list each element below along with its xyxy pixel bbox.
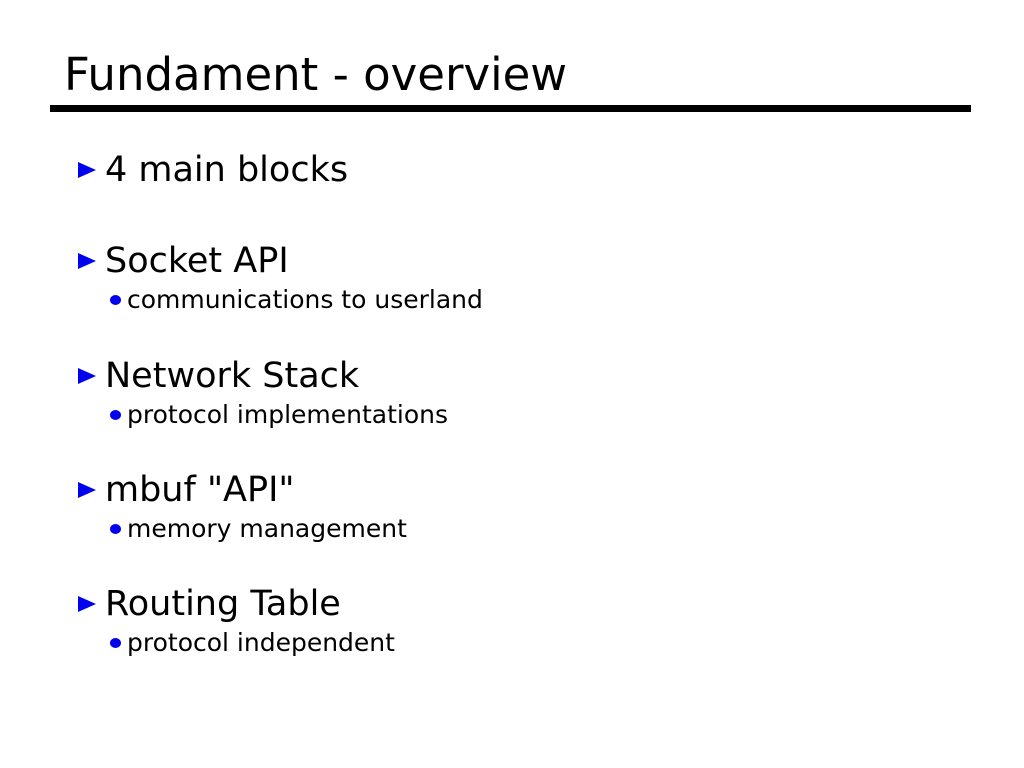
bullet-label: mbuf "API"	[105, 470, 295, 510]
dot-bullet-icon	[110, 295, 121, 305]
triangle-bullet-icon	[78, 368, 96, 384]
sub-bullet-item-communications: communications to userland	[110, 285, 483, 315]
bullet-item-4-main-blocks: 4 main blocks	[78, 150, 348, 190]
sub-bullet-label: memory management	[127, 514, 407, 543]
slide-title: Fundament - overview	[64, 48, 568, 101]
bullet-label: Routing Table	[105, 584, 341, 624]
sub-bullet-item-memory-management: memory management	[110, 514, 407, 544]
sub-bullet-label: communications to userland	[127, 285, 483, 314]
triangle-bullet-icon	[78, 162, 96, 178]
bullet-item-routing-table: Routing Table	[78, 584, 341, 624]
dot-bullet-icon	[110, 410, 121, 420]
bullet-label: Network Stack	[105, 356, 360, 396]
sub-bullet-item-protocol-implementations: protocol implementations	[110, 400, 448, 430]
bullet-item-socket-api: Socket API	[78, 241, 289, 281]
title-underline-rule	[50, 105, 971, 112]
triangle-bullet-icon	[78, 482, 96, 498]
dot-bullet-icon	[110, 524, 121, 534]
sub-bullet-label: protocol implementations	[127, 400, 449, 429]
sub-bullet-label: protocol independent	[127, 628, 395, 657]
sub-bullet-item-protocol-independent: protocol independent	[110, 628, 395, 658]
triangle-bullet-icon	[78, 596, 96, 612]
dot-bullet-icon	[110, 638, 121, 648]
bullet-label: Socket API	[105, 241, 289, 281]
triangle-bullet-icon	[78, 253, 96, 269]
bullet-item-network-stack: Network Stack	[78, 356, 359, 396]
bullet-label: 4 main blocks	[105, 150, 349, 190]
bullet-item-mbuf-api: mbuf "API"	[78, 470, 295, 510]
